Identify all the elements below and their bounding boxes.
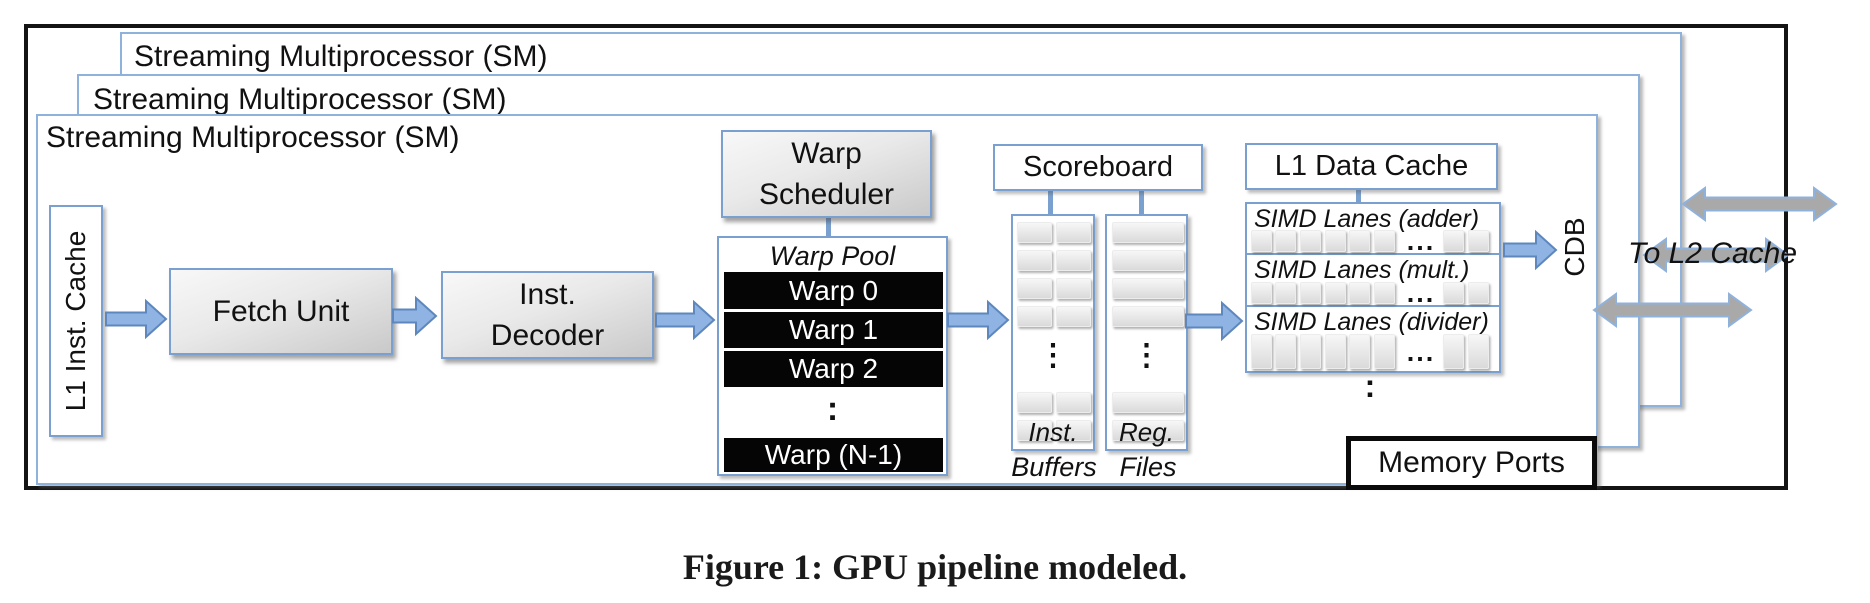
cache-simd-connector: [1356, 189, 1361, 204]
memory-cell: [1017, 250, 1052, 271]
sm-middle-label: Streaming Multiprocessor (SM): [93, 83, 507, 116]
memory-cell: [1300, 282, 1321, 304]
simd-mult-label: SIMD Lanes (mult.): [1254, 256, 1470, 284]
memory-cell: [1112, 392, 1184, 413]
inst-decoder-block: Inst. Decoder: [441, 271, 654, 359]
memory-cell: [1349, 230, 1370, 252]
l1-data-cache-block: L1 Data Cache: [1245, 143, 1498, 190]
reg-files-outer-label: Files: [1119, 452, 1177, 482]
memory-ports-label: Memory Ports: [1378, 446, 1565, 479]
simd-row-adder: SIMD Lanes (adder) ...: [1247, 204, 1499, 256]
warp-pool-title: Warp Pool: [769, 241, 896, 271]
inst-decoder-label-line2: Decoder: [490, 319, 605, 352]
memory-cell: [1374, 334, 1395, 369]
memory-cell: [1275, 230, 1296, 252]
memory-cell: [1112, 420, 1184, 441]
simd-below-ellipsis: :: [1364, 368, 1376, 404]
warp-row-last: Warp (N-1): [724, 438, 943, 472]
memory-cell: [1112, 250, 1184, 271]
warp-scheduler-label-line1: Warp: [791, 137, 862, 170]
memory-cell: [1374, 282, 1395, 304]
memory-cell: [1112, 278, 1184, 299]
l1-data-cache-label: L1 Data Cache: [1274, 150, 1469, 182]
simd-row-divider: SIMD Lanes (divider) ...: [1247, 307, 1499, 371]
memory-cell: [1017, 420, 1052, 441]
warp-scheduler-label-line2: Scheduler: [758, 178, 895, 211]
memory-cell: [1325, 282, 1346, 304]
warp-pool-ellipsis: :: [826, 390, 839, 428]
simd-adder-ellipsis: ...: [1406, 226, 1436, 256]
memory-cell: [1056, 392, 1091, 413]
warp-scheduler-block: Warp Scheduler: [721, 130, 932, 218]
memory-cell: [1056, 420, 1091, 441]
memory-cell: [1056, 250, 1091, 271]
memory-cell: [1056, 306, 1091, 327]
memory-cell: [1017, 392, 1052, 413]
memory-cell: [1275, 334, 1296, 369]
memory-cell: [1468, 282, 1489, 304]
inst-buffers-inner-label: Inst.: [1028, 417, 1078, 447]
memory-cell: [1468, 230, 1489, 252]
memory-cell: [1017, 222, 1052, 243]
cdb-label-container: CDB: [1553, 216, 1597, 278]
memory-cell: [1349, 282, 1370, 304]
scoreboard-block: Scoreboard: [993, 144, 1203, 191]
simd-divider-label: SIMD Lanes (divider): [1254, 308, 1489, 336]
scoreboard-title: Scoreboard: [1023, 151, 1173, 183]
reg-files-inner-label: Reg.: [1119, 417, 1174, 447]
l1-inst-cache-label: L1 Inst. Cache: [60, 230, 91, 412]
memory-cell: [1112, 306, 1184, 327]
memory-cell: [1443, 282, 1464, 304]
warp-pool-block: Warp Pool Warp 0 Warp 1 Warp 2 : Warp (N…: [717, 236, 948, 476]
memory-cell: [1443, 230, 1464, 252]
memory-cell: [1325, 230, 1346, 252]
memory-cell: [1275, 282, 1296, 304]
l1-inst-cache-block: L1 Inst. Cache: [49, 205, 103, 437]
simd-mult-ellipsis: ...: [1406, 278, 1436, 308]
inst-buffers-ellipsis: ⋮: [1038, 339, 1068, 372]
fetch-unit-label: Fetch Unit: [212, 295, 350, 328]
memory-ports-block: Memory Ports: [1346, 436, 1597, 490]
figure-caption: Figure 1: GPU pipeline modeled.: [682, 547, 1188, 587]
scoreboard-regcol-connector: [1139, 190, 1144, 216]
simd-row-mult: SIMD Lanes (mult.) ...: [1247, 255, 1499, 308]
memory-cell: [1056, 278, 1091, 299]
warp-row-0: Warp 0: [724, 272, 943, 309]
sm-front-label: Streaming Multiprocessor (SM): [46, 121, 460, 154]
memory-cell: [1017, 306, 1052, 327]
cdb-label: CDB: [1559, 217, 1590, 277]
memory-cell: [1251, 230, 1272, 252]
warp-row-1: Warp 1: [724, 312, 943, 348]
memory-cell: [1443, 334, 1464, 369]
memory-cell: [1056, 222, 1091, 243]
memory-cell: [1349, 334, 1370, 369]
inst-buffers-outer-label: Buffers: [1011, 452, 1097, 482]
simd-lanes-block: SIMD Lanes (adder) ... SIMD Lanes (mult.…: [1245, 202, 1501, 373]
memory-cell: [1300, 334, 1321, 369]
scoreboard-instcol-connector: [1048, 190, 1053, 216]
memory-cell: [1251, 282, 1272, 304]
warp-row-2: Warp 2: [724, 351, 943, 387]
sm-back-label: Streaming Multiprocessor (SM): [134, 40, 548, 73]
to-l2-cache-label: To L2 Cache: [1628, 237, 1798, 270]
memory-cell: [1468, 334, 1489, 369]
memory-cell: [1017, 278, 1052, 299]
inst-decoder-label-line1: Inst.: [519, 278, 576, 311]
simd-adder-label: SIMD Lanes (adder): [1254, 205, 1480, 233]
memory-cell: [1325, 334, 1346, 369]
memory-cell: [1374, 230, 1395, 252]
fetch-unit-block: Fetch Unit: [169, 268, 393, 355]
reg-files-ellipsis: ⋮: [1131, 339, 1162, 372]
simd-divider-ellipsis: ...: [1406, 337, 1436, 367]
memory-cell: [1112, 222, 1184, 243]
reg-files-column: ⋮ Reg.: [1105, 214, 1188, 451]
memory-cell: [1300, 230, 1321, 252]
inst-buffers-column: ⋮ Inst.: [1011, 214, 1095, 451]
memory-cell: [1251, 334, 1272, 369]
scheduler-pool-connector: [826, 216, 831, 238]
